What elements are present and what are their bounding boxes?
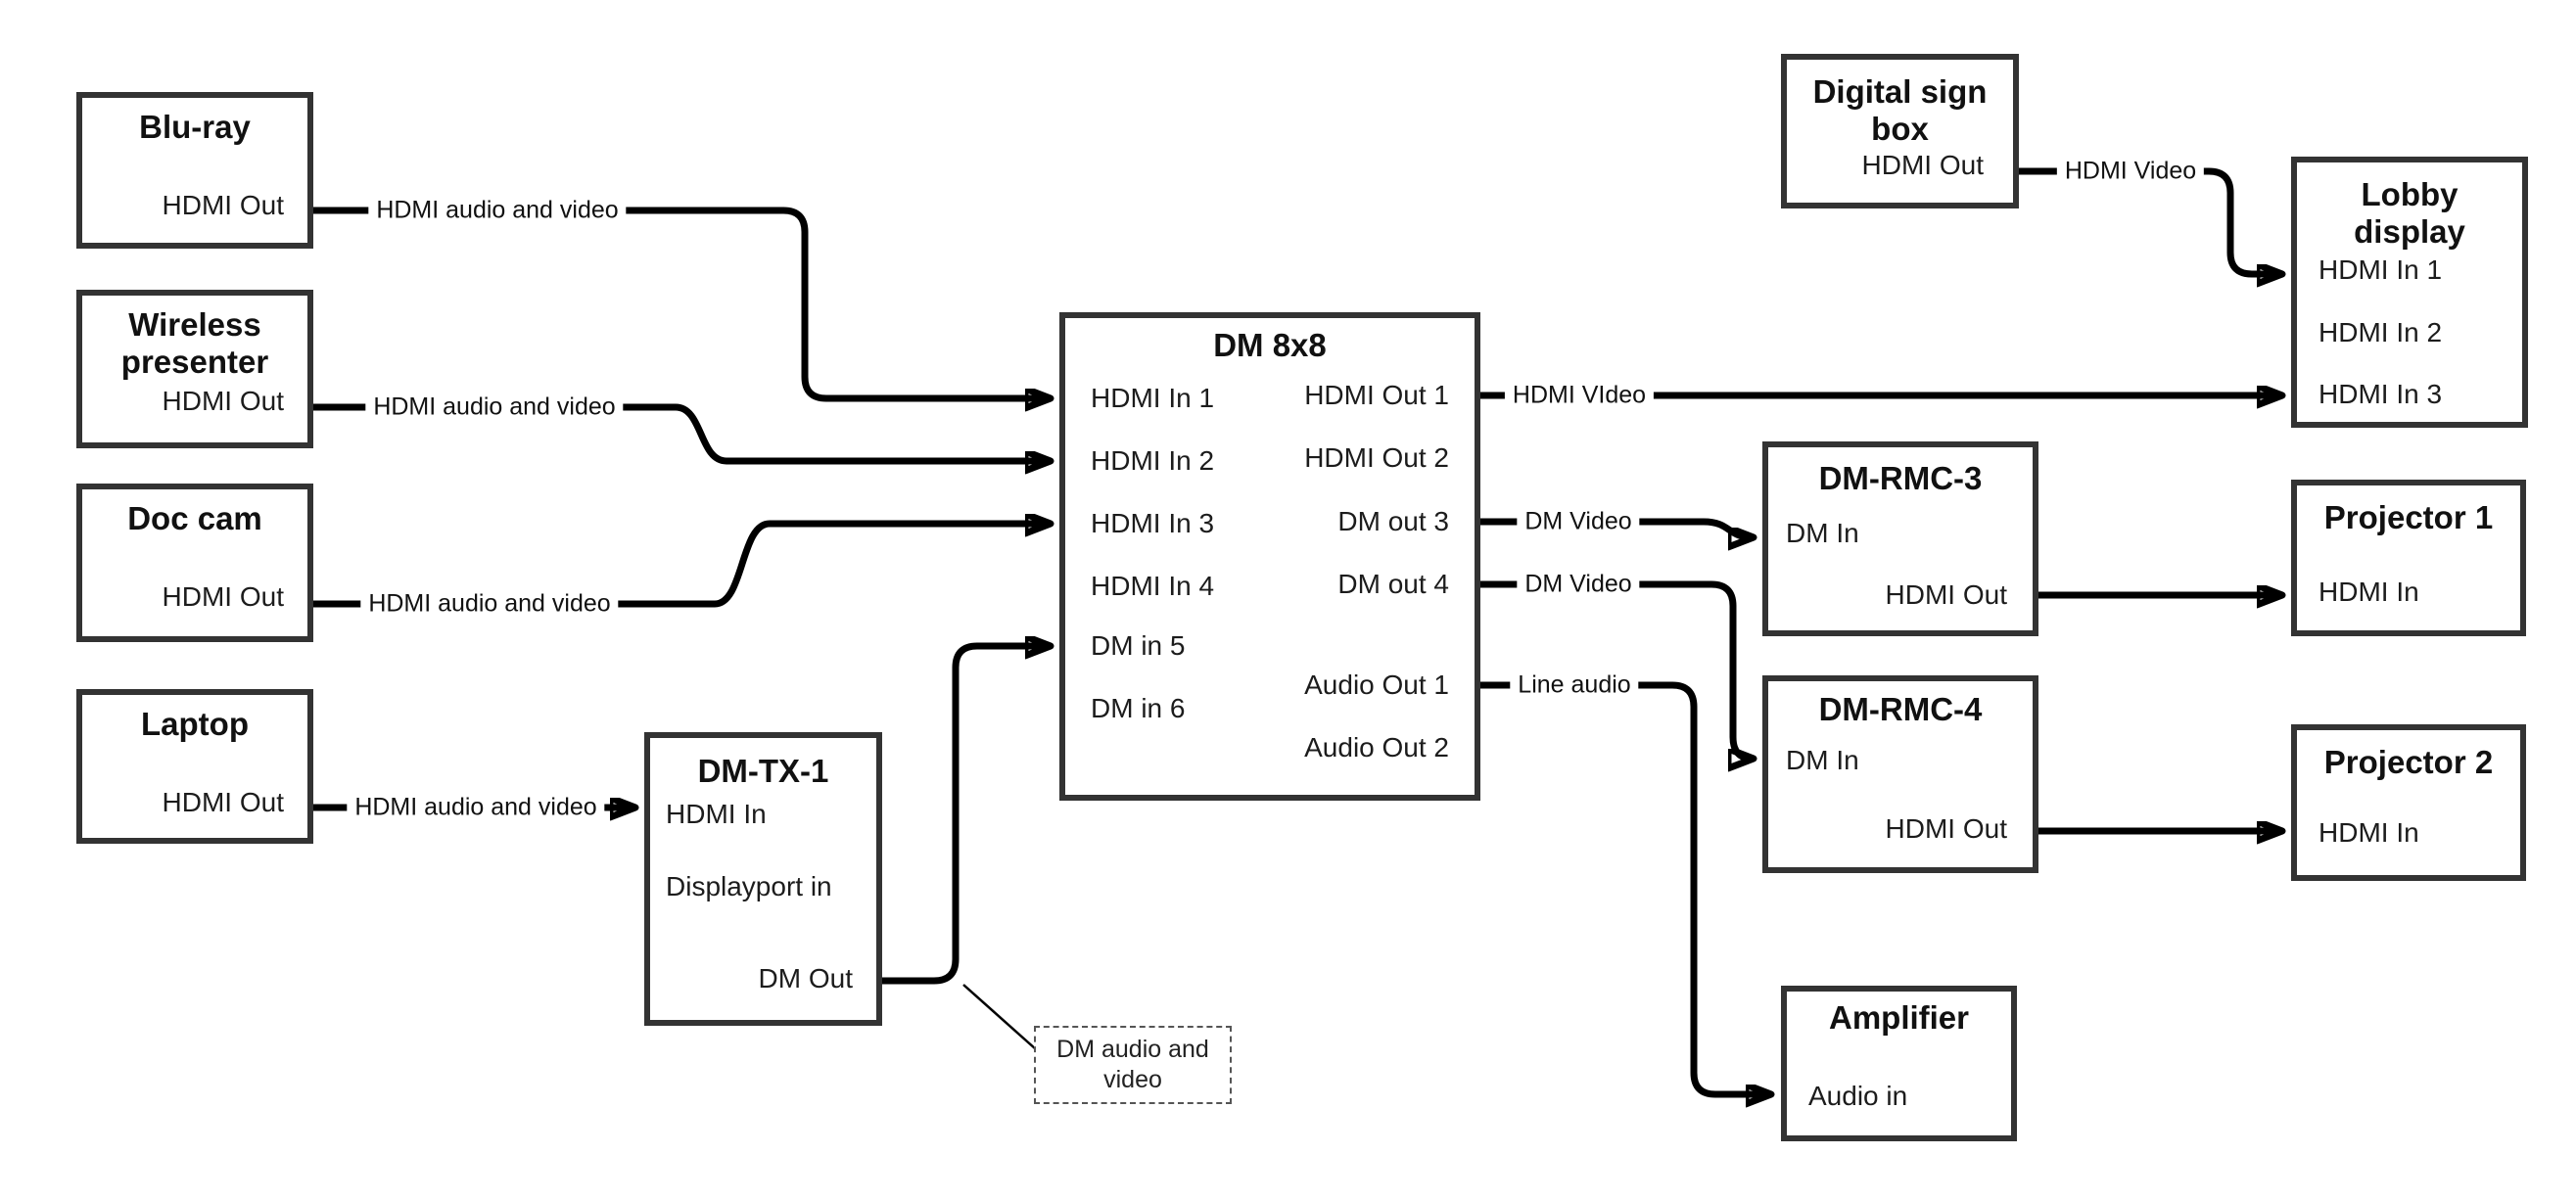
wire-label-doc-cam: HDMI audio and video: [360, 589, 619, 619]
wire-label-laptop: HDMI audio and video: [347, 793, 605, 822]
node-dm-8x8: DM 8x8 HDMI In 1 HDMI In 2 HDMI In 3 HDM…: [1059, 312, 1480, 801]
dm-8x8-port-dm-in-6: DM in 6: [1091, 693, 1186, 723]
dm-8x8-port-hdmi-out-1: HDMI Out 1: [1304, 380, 1449, 410]
node-doc-cam: Doc cam HDMI Out: [76, 484, 313, 642]
doc-cam-port-hdmi-out: HDMI Out: [162, 581, 284, 612]
laptop-port-hdmi-out: HDMI Out: [162, 787, 284, 817]
dm-rmc-4-title: DM-RMC-4: [1818, 691, 1983, 727]
callout-leader-line: [962, 984, 1037, 1050]
dm-rmc-3-title: DM-RMC-3: [1818, 460, 1983, 496]
node-blu-ray: Blu-ray HDMI Out: [76, 92, 313, 249]
node-dm-tx-1: DM-TX-1 HDMI In Displayport in DM Out: [644, 732, 882, 1026]
dm-8x8-port-dm-out-4: DM out 4: [1337, 569, 1449, 599]
amplifier-title: Amplifier: [1828, 999, 1970, 1036]
wire-label-wireless: HDMI audio and video: [365, 393, 624, 422]
wire-label-hdmi-out-1: HDMI VIdeo: [1504, 381, 1655, 410]
wire-label-digital-sign: HDMI Video: [2056, 157, 2205, 186]
node-wireless-presenter: Wireless presenter HDMI Out: [76, 290, 313, 448]
wireless-presenter-port-hdmi-out: HDMI Out: [162, 386, 284, 416]
dm-8x8-port-hdmi-in-3: HDMI In 3: [1091, 508, 1215, 538]
wire-label-dm-out-3: DM Video: [1517, 507, 1640, 536]
projector-1-title: Projector 1: [2323, 499, 2494, 535]
node-dm-rmc-4: DM-RMC-4 DM In HDMI Out: [1762, 675, 2038, 873]
wire-dm8x8-dm-out4-to-rmc4: [1480, 580, 1753, 759]
digital-sign-box-port-hdmi-out: HDMI Out: [1861, 150, 1984, 180]
wire-label-blu-ray: HDMI audio and video: [368, 196, 627, 225]
node-lobby-display: Lobby display HDMI In 1 HDMI In 2 HDMI I…: [2291, 157, 2528, 428]
dm-tx-1-port-hdmi-in: HDMI In: [666, 799, 767, 829]
dm-8x8-port-audio-out-1: Audio Out 1: [1304, 670, 1449, 700]
node-digital-sign-box: Digital sign box HDMI Out: [1781, 54, 2019, 208]
dm-rmc-3-port-hdmi-out: HDMI Out: [1885, 579, 2007, 610]
projector-1-port-hdmi-in: HDMI In: [2318, 577, 2419, 607]
callout-text: DM audio and video: [1056, 1036, 1209, 1093]
wire-dm8x8-dm-out3-to-rmc3: [1480, 518, 1753, 537]
dm-rmc-4-port-dm-in: DM In: [1786, 745, 1859, 775]
lobby-display-port-hdmi-in-3: HDMI In 3: [2318, 379, 2443, 409]
dm-rmc-3-port-dm-in: DM In: [1786, 518, 1859, 548]
blu-ray-port-hdmi-out: HDMI Out: [162, 190, 284, 220]
lobby-display-title: Lobby display: [2354, 176, 2465, 250]
callout-dm-audio-video: DM audio and video: [1034, 1026, 1232, 1104]
node-projector-2: Projector 2 HDMI In: [2291, 724, 2526, 881]
dm-8x8-title: DM 8x8: [1213, 327, 1327, 363]
dm-8x8-port-hdmi-in-1: HDMI In 1: [1091, 383, 1215, 413]
dm-8x8-port-hdmi-out-2: HDMI Out 2: [1304, 442, 1449, 473]
dm-8x8-port-audio-out-2: Audio Out 2: [1304, 732, 1449, 762]
projector-2-title: Projector 2: [2323, 744, 2494, 780]
node-laptop: Laptop HDMI Out: [76, 689, 313, 844]
dm-8x8-port-dm-in-5: DM in 5: [1091, 630, 1186, 661]
amplifier-port-audio-in: Audio in: [1808, 1081, 1908, 1111]
node-dm-rmc-3: DM-RMC-3 DM In HDMI Out: [1762, 441, 2038, 636]
wireless-presenter-title: Wireless presenter: [120, 306, 269, 380]
node-amplifier: Amplifier Audio in: [1781, 986, 2017, 1141]
lobby-display-port-hdmi-in-1: HDMI In 1: [2318, 254, 2443, 285]
wire-dm8x8-audio-out1-to-amplifier: [1480, 681, 1770, 1094]
wire-dm-tx1-dm-out-to-dm8x8-in5: [882, 646, 1050, 985]
wire-label-dm-out-4: DM Video: [1517, 570, 1640, 599]
node-projector-1: Projector 1 HDMI In: [2291, 480, 2526, 636]
wire-label-audio-out-1: Line audio: [1510, 670, 1639, 700]
wire-blu-ray-to-dm8x8-in1: [313, 207, 1050, 398]
dm-8x8-port-hdmi-in-4: HDMI In 4: [1091, 571, 1215, 601]
dm-8x8-port-dm-out-3: DM out 3: [1337, 506, 1449, 536]
dm-8x8-port-hdmi-in-2: HDMI In 2: [1091, 445, 1215, 476]
wire-doc-cam-to-dm8x8-in3: [313, 524, 1050, 608]
dm-tx-1-port-displayport-in: Displayport in: [666, 871, 832, 901]
dm-tx-1-port-dm-out: DM Out: [758, 963, 853, 993]
dm-rmc-4-port-hdmi-out: HDMI Out: [1885, 813, 2007, 844]
lobby-display-port-hdmi-in-2: HDMI In 2: [2318, 317, 2443, 347]
wire-wireless-to-dm8x8-in2: [313, 403, 1050, 461]
doc-cam-title: Doc cam: [127, 500, 262, 536]
wire-digital-sign-to-lobby-in1: [2019, 167, 2281, 274]
dm-tx-1-title: DM-TX-1: [697, 753, 829, 789]
laptop-title: Laptop: [141, 706, 249, 742]
digital-sign-box-title: Digital sign box: [1812, 73, 1988, 147]
projector-2-port-hdmi-in: HDMI In: [2318, 817, 2419, 848]
blu-ray-title: Blu-ray: [139, 109, 251, 145]
